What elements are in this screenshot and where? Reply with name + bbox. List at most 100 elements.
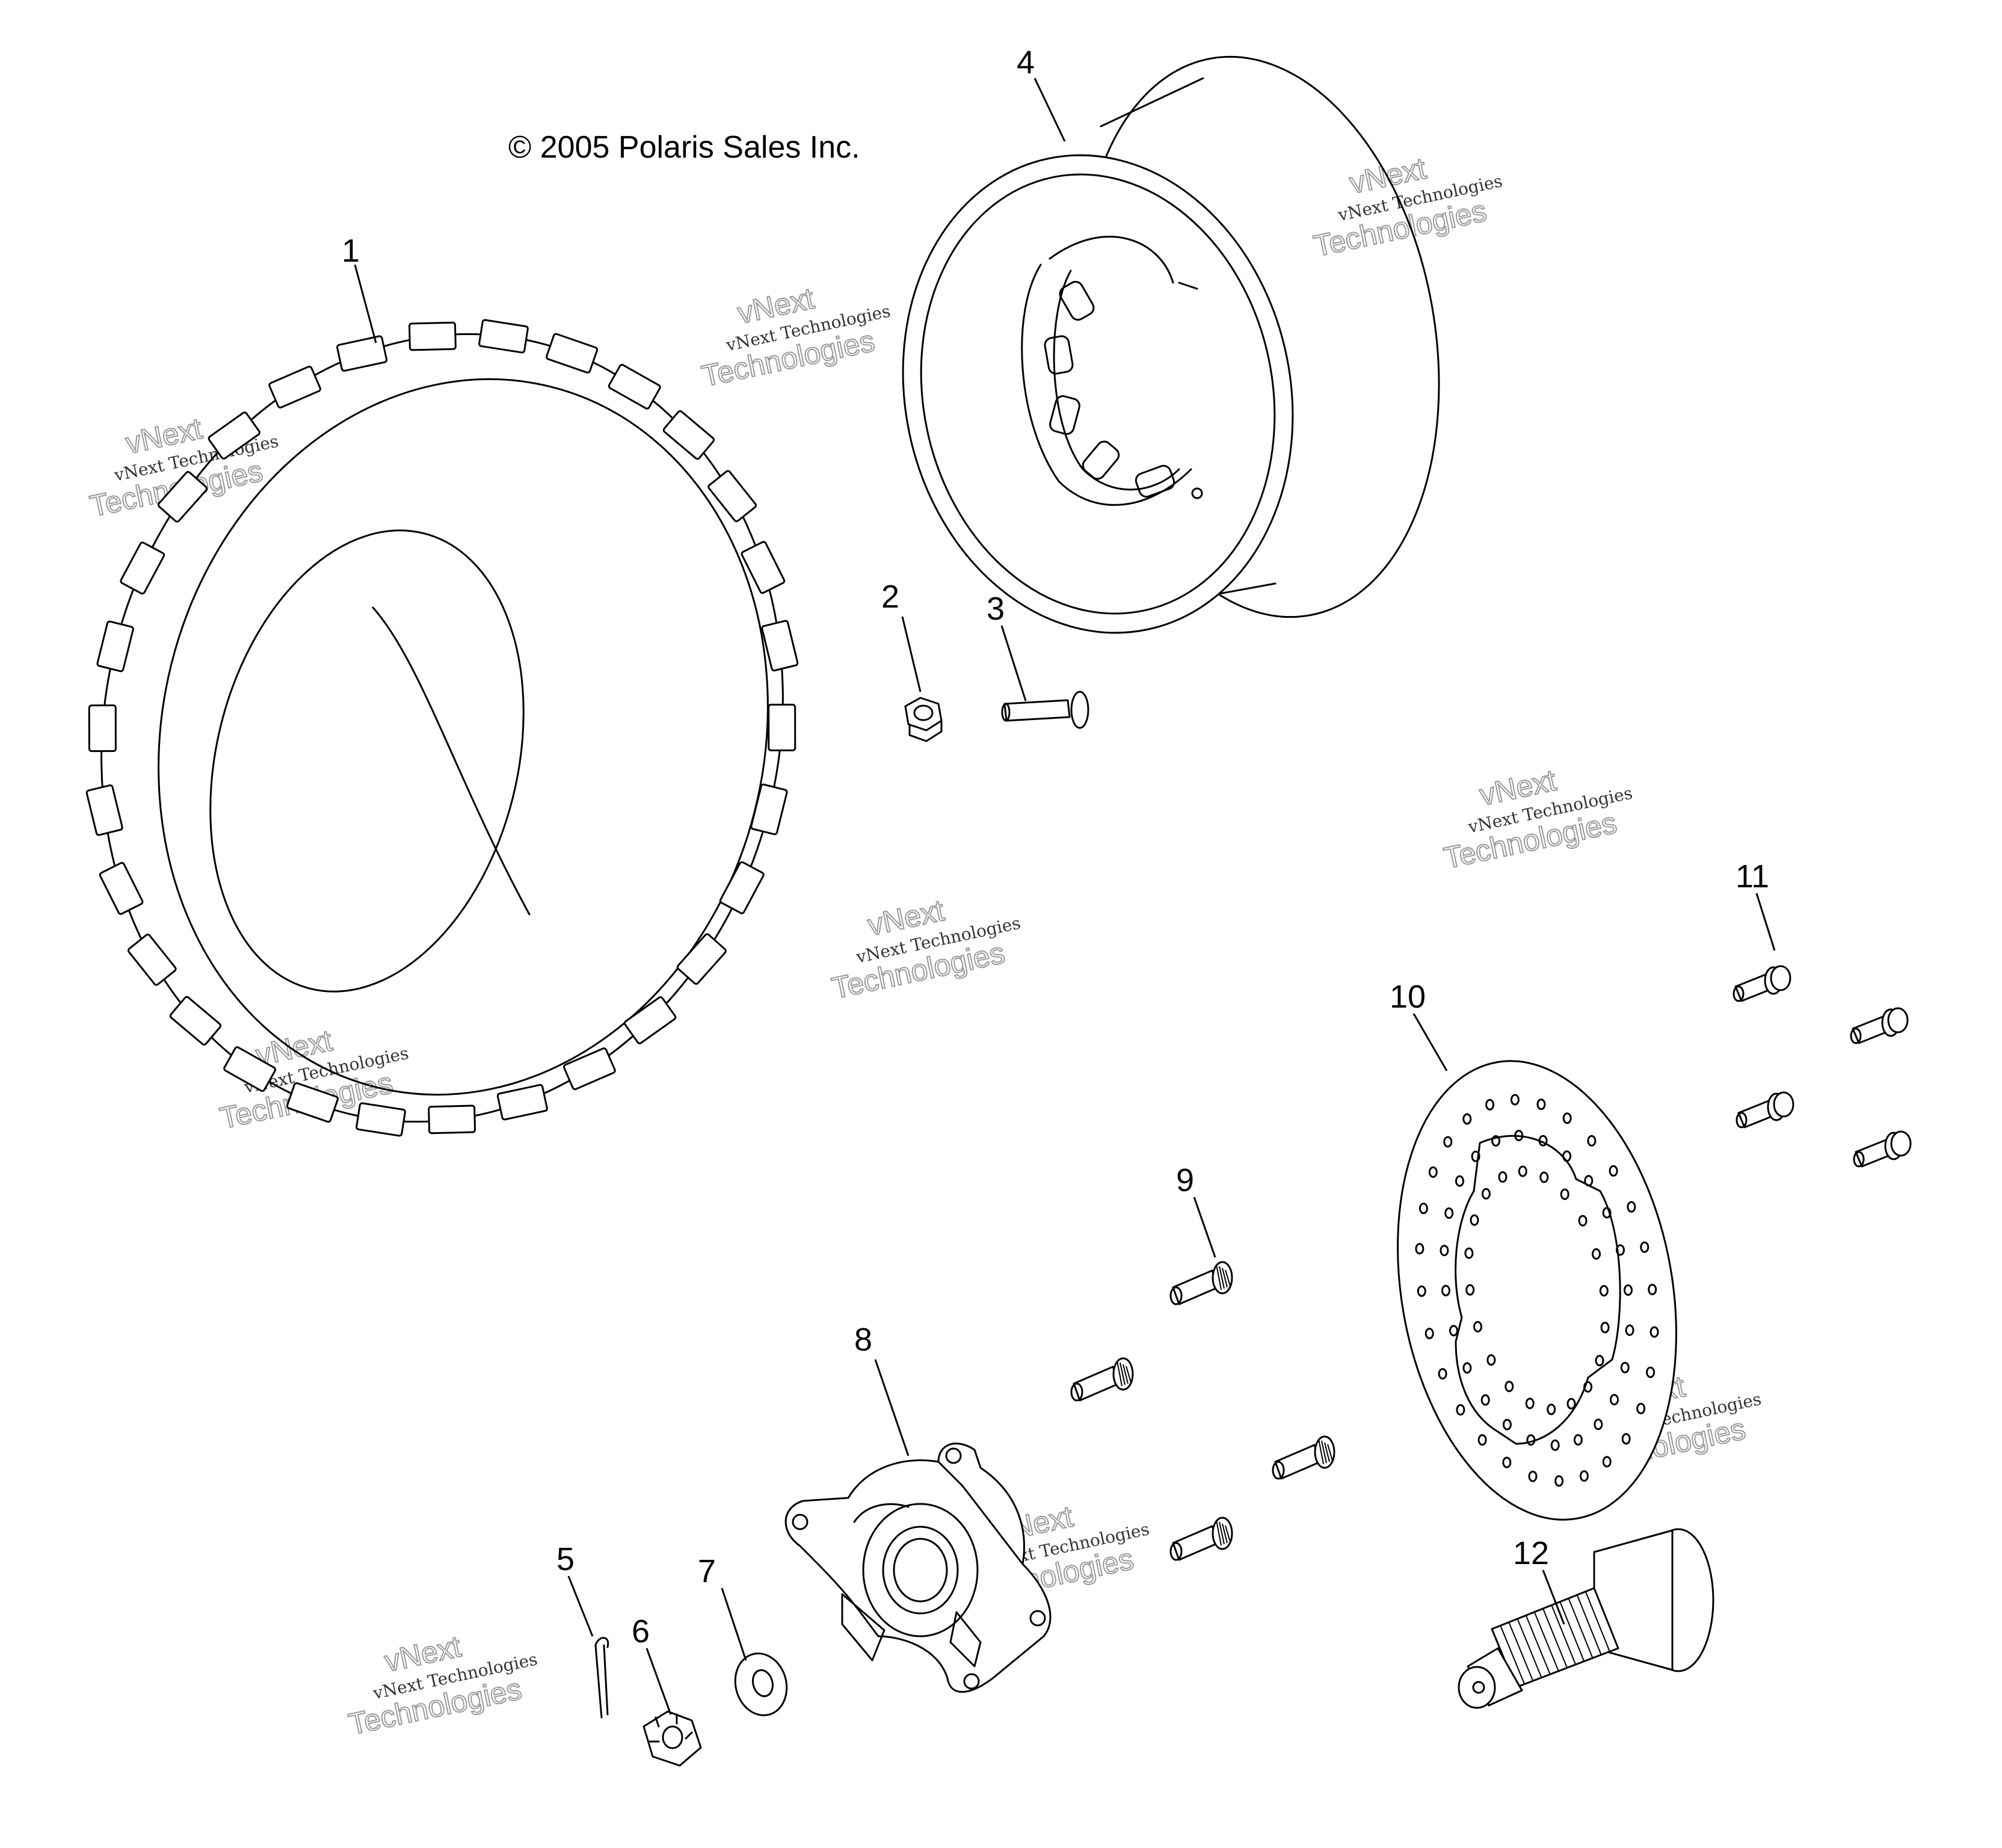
disc-vent-hole <box>1462 1113 1472 1125</box>
tire-lug <box>428 1104 476 1135</box>
tire-bore-outline <box>209 529 525 993</box>
leader-8 <box>874 1359 910 1456</box>
tire-lug <box>128 934 177 986</box>
disc-vent-hole <box>1438 1368 1447 1380</box>
axle-shaft <box>1458 1528 1714 1709</box>
tire-lug <box>408 321 457 351</box>
disc-vent-hole <box>1418 1203 1428 1215</box>
disc-vent-hole <box>1440 1245 1449 1257</box>
hub-flange-edge <box>937 1461 1024 1565</box>
tire-lug <box>157 470 208 523</box>
disc-vent-hole <box>1525 1397 1535 1409</box>
disc-vent-hole <box>1536 1098 1546 1110</box>
disc-vent-hole <box>1625 1324 1634 1336</box>
spline-tooth <box>1525 1615 1551 1675</box>
disc-vent-hole <box>1547 1403 1556 1415</box>
disc-vent-hole <box>1562 1150 1572 1162</box>
wheel-rim <box>902 55 1440 634</box>
tire-lug <box>768 703 796 751</box>
disc-vent-hole <box>1441 1284 1450 1296</box>
callout-numbers: 1 2 3 4 5 6 7 8 9 10 11 12 <box>342 45 1769 1649</box>
disc-vent-hole <box>1594 1418 1603 1431</box>
disc-vent-hole <box>1620 1361 1630 1373</box>
disc-vent-hole <box>1428 1166 1438 1178</box>
disc-vent-hole <box>1470 1214 1479 1226</box>
rim-top-barrel-line <box>1100 77 1204 128</box>
disc-vent-hole <box>1648 1284 1657 1296</box>
rim-front-inner-lip <box>920 173 1276 615</box>
disc-vent-hole <box>1528 1470 1538 1482</box>
spline-tooth <box>1500 1625 1526 1684</box>
castle-nut <box>642 1710 702 1767</box>
disc-vent-hole <box>1602 1456 1612 1468</box>
callout-5: 5 <box>556 1541 574 1577</box>
watermark-3: vNext Technologies vNext Technologies <box>1310 150 1504 263</box>
tire-lug <box>96 620 134 673</box>
axle-tip-hole <box>1472 1681 1485 1694</box>
callout-9: 9 <box>1176 1162 1194 1198</box>
disc-vent-hole <box>1610 1394 1619 1406</box>
disc-bolt <box>1850 1007 1909 1044</box>
disc-vent-hole <box>1502 1456 1512 1468</box>
disc-vent-hole <box>1579 1470 1589 1482</box>
disc-vent-hole <box>1471 1150 1480 1162</box>
disc-vent-hole <box>1518 1165 1527 1177</box>
disc-vent-hole <box>1505 1381 1514 1393</box>
rim-lug-slots <box>1044 280 1175 498</box>
callout-3: 3 <box>987 591 1005 627</box>
disc-vent-hole <box>1627 1201 1636 1213</box>
rim-center-inner-arc <box>1053 270 1180 491</box>
disc-vent-hole <box>1636 1403 1646 1414</box>
disc-vent-hole <box>1491 1135 1501 1147</box>
disc-vent-hole <box>1583 1381 1593 1393</box>
tire-lug <box>496 1084 548 1121</box>
leader-7 <box>721 1588 747 1661</box>
washer <box>734 1652 788 1716</box>
hub-stud <box>1169 1261 1233 1305</box>
wheel-stud <box>1001 691 1089 729</box>
tire-outer-outline <box>100 333 784 1123</box>
spline-tooth <box>1517 1618 1542 1678</box>
watermark-5: vNext Technologies vNext Technologies <box>828 893 1022 1006</box>
axle-tip <box>1458 1666 1496 1709</box>
brake-disc <box>1397 1060 1677 1521</box>
disc-vent-hole <box>1560 1188 1569 1200</box>
disc-vent-hole <box>1455 1175 1464 1187</box>
callout-12: 12 <box>1513 1535 1549 1571</box>
disc-vent-hole <box>1566 1397 1576 1409</box>
disc-vent-hole <box>1616 1244 1625 1256</box>
tire-lug <box>719 861 765 914</box>
hub-boss <box>862 1503 979 1637</box>
tire-lug <box>208 411 260 460</box>
disc-vent-hole <box>1443 1136 1453 1148</box>
disc-vent-hole <box>1498 1171 1508 1183</box>
callout-8: 8 <box>854 1322 872 1358</box>
tire-lug <box>223 1046 277 1092</box>
brake-disc-center-cutout <box>1455 1135 1621 1445</box>
disc-vent-hole <box>1649 1326 1659 1338</box>
disc-vent-hole <box>1554 1475 1564 1487</box>
hub-web-2 <box>949 1611 982 1668</box>
spline-tooth <box>1585 1591 1610 1652</box>
rim-center-disc-top <box>1049 236 1174 284</box>
brake-disc-bolts <box>1732 965 1912 1168</box>
tire-lug <box>676 933 727 985</box>
disc-vent-hole <box>1481 1188 1491 1200</box>
tire-lug <box>268 365 321 408</box>
disc-vent-hole <box>1510 1094 1520 1106</box>
disc-vent-hole <box>1573 1434 1583 1446</box>
leader-11 <box>1755 893 1776 951</box>
copyright-text: © 2005 Polaris Sales Inc. <box>508 130 860 165</box>
rim-valve-hole <box>1191 487 1203 499</box>
disc-vent-hole <box>1646 1366 1656 1378</box>
tire-lug <box>624 996 677 1044</box>
tire <box>85 319 799 1137</box>
disc-vent-hole <box>1486 1354 1496 1366</box>
tire-lug <box>99 861 144 915</box>
rim-hub-tick <box>1178 282 1198 290</box>
disc-vent-hole <box>1600 1322 1610 1334</box>
leader-2 <box>901 616 922 692</box>
brake-disc-vent-holes <box>1415 1094 1659 1487</box>
